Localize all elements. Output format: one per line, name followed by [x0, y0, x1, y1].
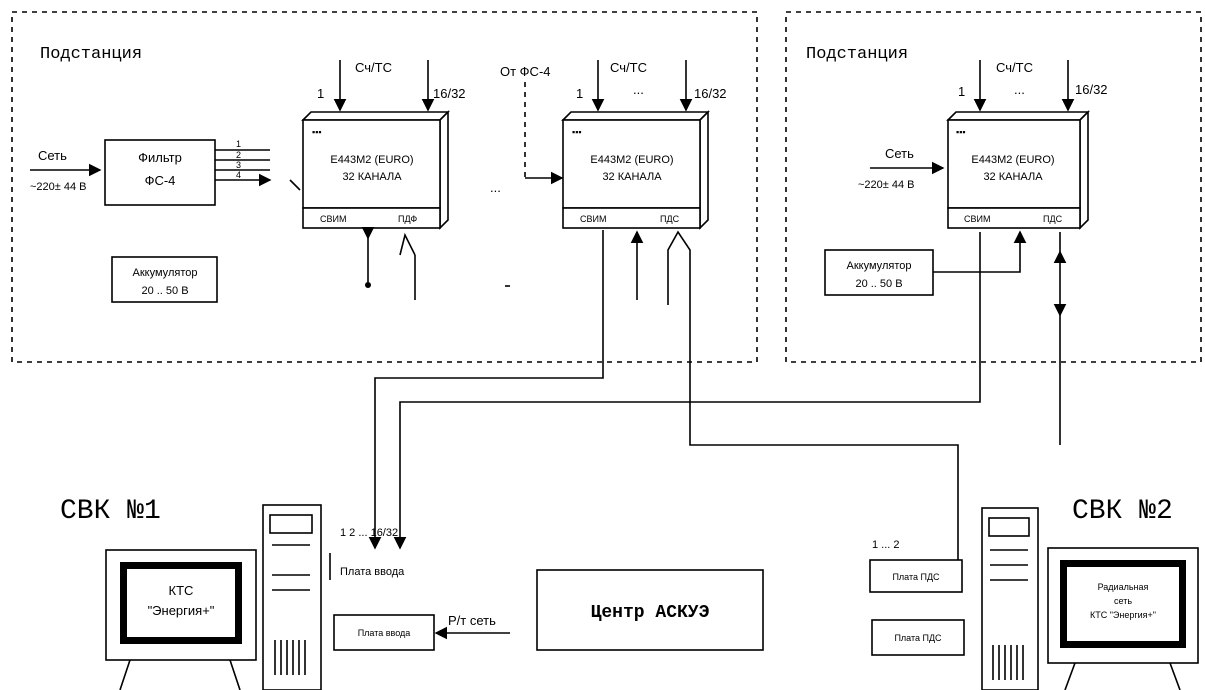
svk-2-card2: Плата ПДС: [894, 633, 942, 643]
device-b-pds-wire: [667, 230, 691, 340]
filter-port-2: 2: [236, 150, 241, 160]
svk-1-screen-line2: "Энергия+": [148, 603, 215, 618]
power-net-label: Сеть: [38, 148, 67, 163]
filter-tick: [289, 179, 301, 191]
power-voltage-label: ~220± 44 В: [30, 181, 87, 193]
device-c-logo: ▪▪▪: [956, 127, 966, 137]
device-a-port-pdf: ПДФ: [398, 214, 417, 224]
battery-1-range: 20 .. 50 В: [141, 285, 188, 297]
device-b-inputs-label: Сч/ТС: [610, 60, 647, 75]
svk-2-inputs: 1 ... 2: [872, 539, 900, 551]
svk-2-card1: Плата ПДС: [892, 572, 940, 582]
svk-2-screen-line2: сеть: [1114, 596, 1132, 606]
substation-1: Подстанция Сеть ~220± 44 В Фильтр ФС-4 1…: [11, 11, 758, 363]
svk-1-card2: Плата ввода: [358, 628, 411, 638]
filter-port-3: 3: [236, 160, 241, 170]
filter-title: Фильтр: [138, 150, 182, 165]
device-a-pdf-wire: [399, 232, 416, 256]
svk-1: СВК №1 КТС "Энергия+" 1 2 ... 16/32 Плат…: [60, 496, 510, 690]
rnet-label: Р/т сеть: [448, 613, 496, 628]
filter-model: ФС-4: [145, 173, 176, 188]
svk-1-inputs: 1 2 ... 16/32: [340, 527, 398, 539]
battery-2-range: 20 .. 50 В: [855, 278, 902, 290]
substation-2-net-label: Сеть: [885, 146, 914, 161]
substation-1-title: Подстанция: [40, 45, 142, 64]
battery-2-box: [824, 249, 934, 296]
substation-2-voltage: ~220± 44 В: [858, 179, 915, 191]
filter-box: [104, 139, 216, 206]
substation-2: Подстанция Сеть ~220± 44 В ▪▪▪ Е443М2 (E…: [785, 11, 1202, 363]
center-title: Центр АСКУЭ: [591, 603, 710, 623]
device-a-logo: ▪▪▪: [312, 127, 322, 137]
device-b-channels: 32 КАНАЛА: [602, 171, 662, 183]
svk-2-card1-box: [869, 559, 963, 593]
device-b-port-svim: СВИМ: [580, 214, 606, 224]
svk-1-card2-box: [333, 614, 435, 651]
device-b-model: Е443М2 (EURO): [590, 154, 673, 166]
devices-ellipsis: ...: [490, 180, 501, 195]
device-a-input-first: 1: [317, 86, 324, 101]
svk-2-card2-box: [871, 619, 965, 656]
device-c-input-dots: ...: [1014, 82, 1025, 97]
battery-2-wire: [933, 232, 1021, 273]
device-b-from-fs: От ФС-4: [500, 64, 551, 79]
substation-2-frame: [785, 11, 1202, 363]
device-a-inputs-label: Сч/ТС: [355, 60, 392, 75]
substation-2-title: Подстанция: [806, 45, 908, 64]
device-b-panel: [562, 119, 701, 209]
svk-2-screen-line3: КТС "Энергия+": [1090, 610, 1156, 620]
svk-2-screen-line1: Радиальная: [1098, 582, 1149, 592]
svk-2-title: СВК №2: [1072, 496, 1173, 527]
device-a-input-last: 16/32: [433, 86, 466, 101]
device-c-inputs-label: Сч/ТС: [996, 60, 1033, 75]
filter-port-1: 1: [236, 139, 241, 149]
device-c-model: Е443М2 (EURO): [971, 154, 1054, 166]
device-a: ▪▪▪ Е443М2 (EURO) 32 КАНАЛА СВИМ ПДФ: [301, 110, 450, 230]
svk-2-tower: [981, 507, 1039, 690]
trunk-wire-3: [689, 340, 959, 560]
trunk-wire-1: [368, 230, 604, 550]
device-c-port-pds: ПДС: [1043, 214, 1063, 224]
svk-2-screen: [1067, 567, 1179, 641]
battery-1-title: Аккумулятор: [133, 267, 198, 279]
center-box: [536, 569, 764, 651]
device-b-input-last: 16/32: [694, 86, 727, 101]
svk-1-title: СВК №1: [60, 496, 161, 527]
device-a-channels: 32 КАНАЛА: [342, 171, 402, 183]
device-b-logo: ▪▪▪: [572, 127, 582, 137]
battery-1-box: [111, 256, 218, 303]
svk-1-tower: [262, 504, 322, 690]
device-c-input-first: 1: [958, 84, 965, 99]
device-a-panel: [302, 119, 441, 209]
device-b: ▪▪▪ Е443М2 (EURO) 32 КАНАЛА СВИМ ПДС: [561, 110, 710, 230]
svk-2: СВК №2 1 ... 2 Плата ПДС Плата ПДС Радиа…: [869, 496, 1199, 690]
battery-2-title: Аккумулятор: [847, 260, 912, 272]
device-b-input-first: 1: [576, 86, 583, 101]
device-b-input-dots: ...: [633, 82, 644, 97]
substation-1-frame: [11, 11, 758, 363]
device-c-port-svim: СВИМ: [964, 214, 990, 224]
device-a-port-svim: СВИМ: [320, 214, 346, 224]
svk-1-screen-line1: КТС: [169, 583, 194, 598]
svk-1-screen: [127, 569, 235, 637]
filter-port-4: 4: [236, 170, 241, 180]
svk-1-card1: Плата ввода: [340, 566, 405, 578]
trunk-wiring: [368, 230, 1061, 560]
device-c-input-last: 16/32: [1075, 82, 1108, 97]
device-c-channels: 32 КАНАЛА: [983, 171, 1043, 183]
device-b-port-pds: ПДС: [660, 214, 680, 224]
device-a-model: Е443М2 (EURO): [330, 154, 413, 166]
device-c: ▪▪▪ Е443М2 (EURO) 32 КАНАЛА СВИМ ПДС: [946, 110, 1090, 230]
